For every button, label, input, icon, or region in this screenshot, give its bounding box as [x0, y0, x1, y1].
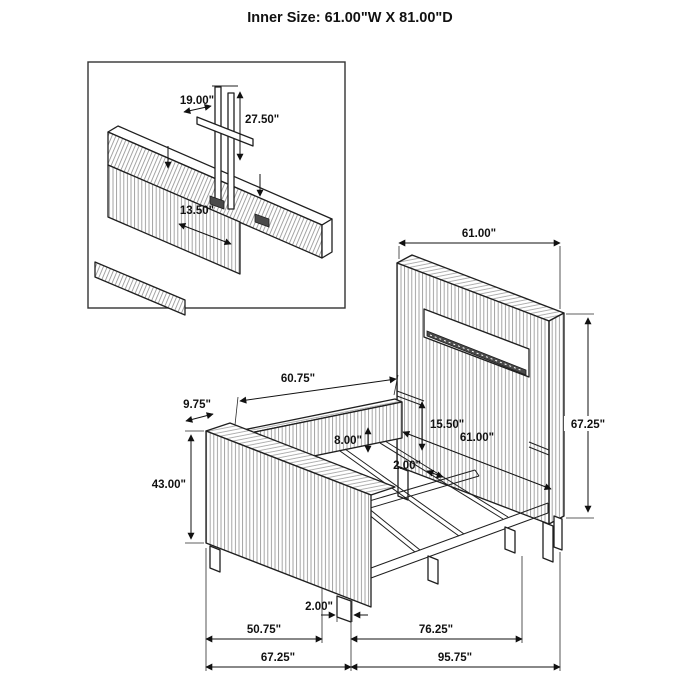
inset-panel-end: [321, 218, 333, 259]
dim-label-headboard-height: 67.25": [571, 419, 605, 431]
dim-label-frame-span: 76.25": [419, 624, 453, 636]
bed-drawing: [205, 254, 565, 623]
inset-panel-front: [107, 164, 241, 275]
rail-leg-2: [504, 526, 516, 554]
inset-base-strip: [94, 261, 186, 316]
inset-detail: 19.00" 27.50" 13.50": [87, 61, 346, 316]
dim-label-rail-top-depth: 9.75": [183, 399, 211, 411]
inset-bracket-foot-left: [209, 195, 225, 210]
dim-label-headboard-width: 61.00": [462, 228, 496, 240]
dim-label-bracket-width: 19.00": [180, 95, 214, 107]
dim-label-footboard-outer-width: 67.25": [261, 652, 295, 664]
rail-leg-1: [427, 555, 439, 585]
dim-label-leg-width: 2.00": [305, 601, 333, 613]
dim-label-inner-width: 61.00": [460, 432, 494, 444]
dim-label-bracket-height: 27.50": [245, 114, 279, 126]
page-title: Inner Size: 61.00"W X 81.00"D: [247, 10, 453, 26]
headboard-side-face: [548, 312, 565, 525]
headboard-led-recess: [423, 308, 530, 378]
inset-bracket-post-left: [214, 86, 222, 204]
headboard-led-bar: [426, 330, 527, 376]
footboard: [205, 422, 396, 623]
dim-label-footboard-height: 43.00": [152, 479, 186, 491]
dim-label-center-rail-width: 2.00": [393, 460, 421, 472]
footboard-leg-right: [336, 595, 352, 623]
footboard-leg-left: [209, 545, 221, 573]
dim-label-footboard-inner-span: 50.75": [247, 624, 281, 636]
side-rail-near: [370, 502, 549, 585]
dim-label-rail-length: 60.75": [281, 373, 315, 385]
inset-bracket-post-right: [227, 92, 235, 210]
headboard-leg-back: [553, 515, 563, 551]
footboard-front-face: [205, 430, 372, 608]
headboard-leg-right: [542, 521, 554, 563]
dim-label-slat-height: 8.00": [334, 435, 362, 447]
dim-label-bracket-offset: 13.50": [180, 205, 214, 217]
headboard-led-lights: [429, 334, 524, 372]
dim-label-overall-depth: 95.75": [438, 652, 472, 664]
dim-label-slat-spacing: 15.50": [430, 419, 464, 431]
inset-bracket-foot-right: [254, 213, 270, 228]
dimensions: 61.00" 67.25" 60.75" 9.75" 43.00" 8.00" …: [152, 228, 612, 671]
